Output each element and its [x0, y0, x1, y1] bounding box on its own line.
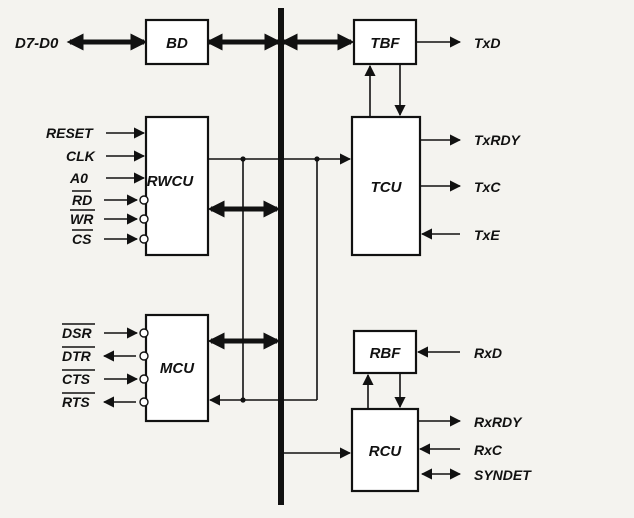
cts-inverter-bubble: [139, 374, 149, 384]
wr-inverter-bubble: [139, 214, 149, 224]
syndet-label: SYNDET: [474, 467, 532, 483]
rxc-label: RxC: [474, 442, 503, 458]
rts-label: RTS: [62, 394, 90, 410]
tbf-label: TBF: [370, 35, 400, 52]
clk-label: CLK: [66, 148, 96, 164]
tcu-block: [350, 115, 422, 257]
rwcu-label: RWCU: [147, 173, 195, 190]
wr-label: WR: [70, 211, 94, 227]
txd-label: TxD: [474, 35, 500, 51]
dtr-inverter-bubble: [139, 351, 149, 361]
data-bus-label: D7-D0: [15, 35, 59, 52]
rcu-block: [350, 407, 420, 493]
rwcu-block: [144, 115, 210, 257]
cs-inverter-bubble: [139, 234, 149, 244]
txrdy-label: TxRDY: [474, 132, 522, 148]
junction: [240, 397, 246, 403]
txe-label: TxE: [474, 227, 500, 243]
rxd-label: RxD: [474, 345, 502, 361]
reset-label: RESET: [46, 125, 94, 141]
rd-inverter-bubble: [139, 195, 149, 205]
rcu-label: RCU: [369, 443, 403, 460]
a0-label: A0: [69, 170, 88, 186]
mcu-label: MCU: [160, 360, 195, 377]
cs-label: CS: [72, 231, 92, 247]
tcu-label: TCU: [371, 179, 403, 196]
dsr-label: DSR: [62, 325, 92, 341]
tbf-block: [352, 18, 418, 66]
txc-label: TxC: [474, 179, 501, 195]
cts-label: CTS: [62, 371, 91, 387]
bd-label: BD: [166, 35, 188, 52]
rbf-block: [352, 329, 418, 375]
dtr-label: DTR: [62, 348, 92, 364]
rts-inverter-bubble: [139, 397, 149, 407]
bd-block: [144, 18, 210, 66]
mcu-block: [144, 313, 210, 423]
rd-label: RD: [72, 192, 92, 208]
rbf-label: RBF: [370, 345, 402, 362]
dsr-inverter-bubble: [139, 328, 149, 338]
rxrdy-label: RxRDY: [474, 414, 523, 430]
